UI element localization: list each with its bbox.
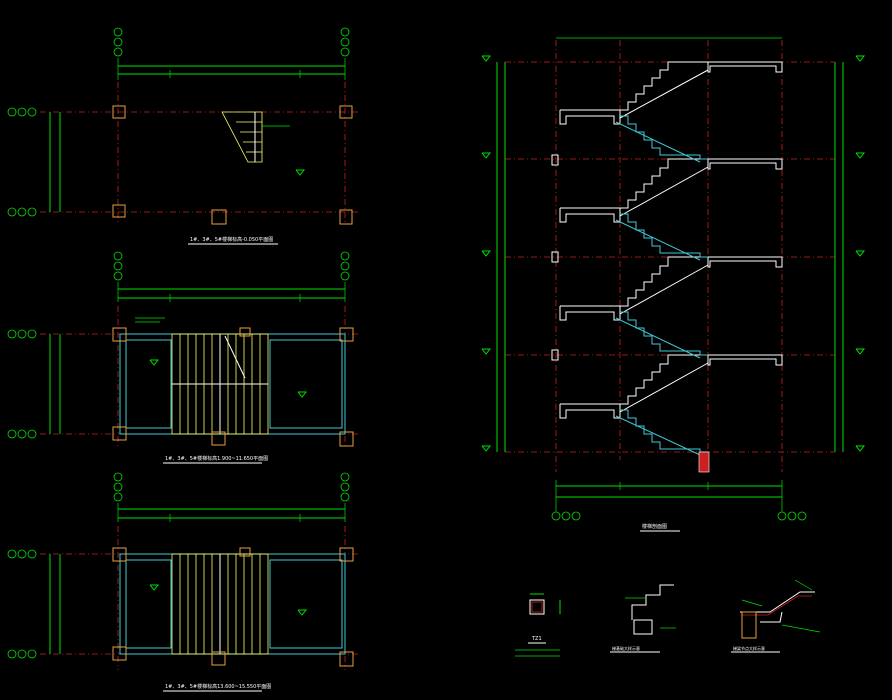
stair-flights — [559, 61, 783, 456]
axis-bubbles-left-3 — [7, 549, 37, 659]
stair-treads-2 — [179, 334, 261, 434]
plan-title-3: 1#、3#、5#楼梯标高13.600~15.550平面图 — [165, 683, 271, 690]
detail-label-foundation: 梯基础大样示意 — [612, 645, 640, 651]
axis-bubbles-bottom — [551, 511, 807, 521]
detail-label-tz1: TZ1 — [531, 636, 542, 642]
detail-label-beam: 梯梁节点大样示意 — [733, 645, 765, 651]
detail-foundation: 梯基础大样示意 — [610, 584, 676, 653]
stair-treads-3 — [179, 554, 261, 654]
axis-bubbles-left — [7, 107, 37, 217]
plan-typical-floor: 1#、3#、5#楼梯标高1.900~11.650平面图 — [7, 251, 360, 464]
plan-title-1: 1#、3#、5#楼梯标高-0.050平面图 — [190, 236, 273, 243]
plan-top-floor: 1#、3#、5#楼梯标高13.600~15.550平面图 — [7, 472, 360, 692]
detail-tz1: TZ1 — [515, 593, 561, 657]
axis-bubbles-top-2 — [113, 251, 350, 281]
plan-ground-floor: 1#、3#、5#楼梯标高-0.050平面图 — [7, 27, 360, 245]
stair-foundation — [698, 451, 710, 473]
stair-section: 楼梯剖面图 — [481, 37, 866, 532]
axis-bubbles-top-3 — [113, 472, 350, 502]
plan-title-2: 1#、3#、5#楼梯标高1.900~11.650平面图 — [165, 455, 268, 462]
section-title: 楼梯剖面图 — [642, 523, 667, 530]
axis-bubbles-left-2 — [7, 329, 37, 439]
axis-bubbles-top — [113, 27, 350, 57]
detail-beam-joint: 梯梁节点大样示意 — [731, 579, 821, 653]
